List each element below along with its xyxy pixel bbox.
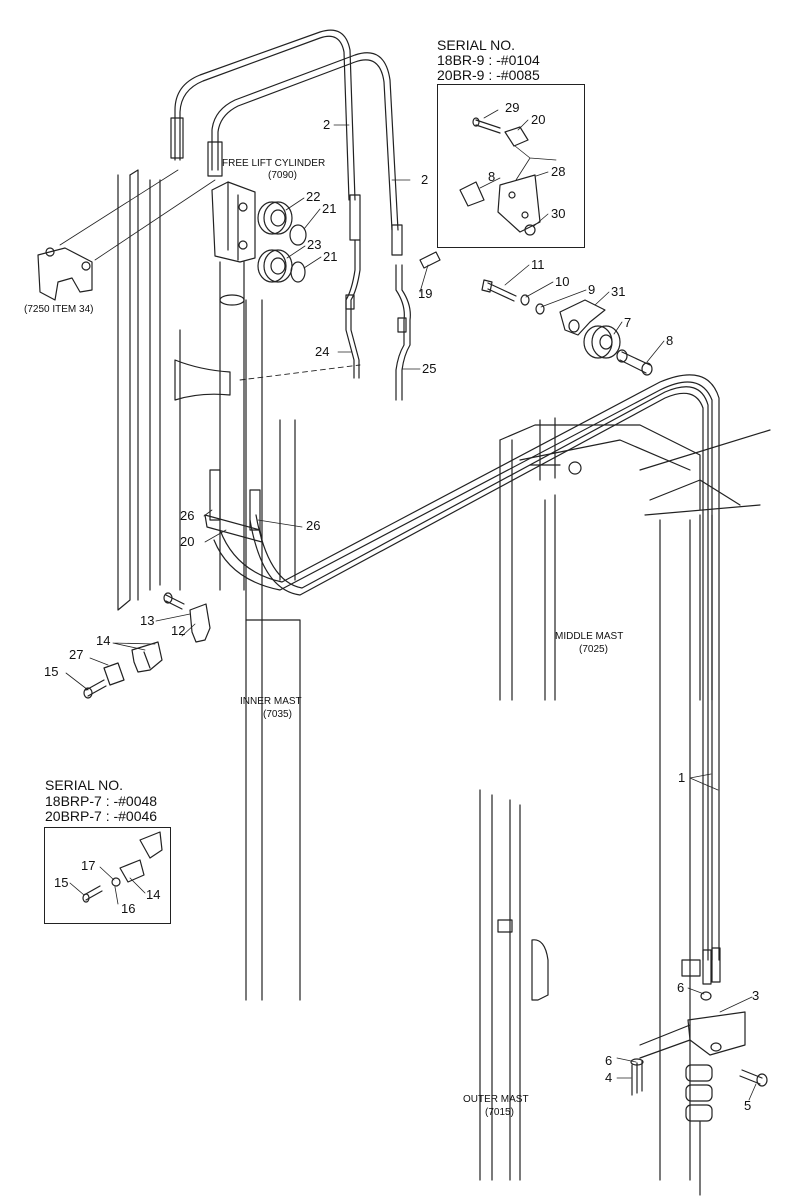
caption-inner-mast: INNER MAST xyxy=(240,696,302,707)
bracket-7250 xyxy=(37,247,93,301)
serial-title-top: SERIAL NO. xyxy=(437,37,516,53)
callout-24: 24 xyxy=(315,344,330,359)
outer-mast-rails xyxy=(479,789,549,1181)
hose-1-run xyxy=(213,374,720,961)
serial-box-top xyxy=(437,84,585,248)
clamp-20 xyxy=(204,514,263,543)
caption-middle-mast: MIDDLE MAST xyxy=(555,631,624,642)
bracket-12 xyxy=(189,603,211,643)
caption-outer-mast-code: (7015) xyxy=(485,1107,514,1118)
hose-fittings-lower xyxy=(209,469,721,985)
serial-line1-top: 18BR-9 : -#0104 xyxy=(437,52,540,68)
callout-16: 16 xyxy=(121,901,136,916)
leader-lines xyxy=(65,109,757,1101)
callout-13: 13 xyxy=(140,613,155,628)
callout-26-left: 26 xyxy=(180,508,195,523)
callout-4: 4 xyxy=(605,1070,613,1085)
callout-3: 3 xyxy=(752,988,760,1003)
free-lift-cylinder xyxy=(211,181,256,591)
callout-31: 31 xyxy=(611,284,626,299)
parts-29-20-8-28-30 xyxy=(459,117,541,236)
serial-line2-top: 20BR-9 : -#0085 xyxy=(437,67,540,83)
tube-24 xyxy=(345,239,361,379)
callout-20-clamp: 20 xyxy=(180,534,195,549)
callout-21-upper: 21 xyxy=(322,201,337,216)
bolt-11 xyxy=(481,279,517,302)
caption-middle-mast-code: (7025) xyxy=(579,644,608,655)
bolt-13 xyxy=(163,592,185,610)
serial-box-bottom xyxy=(44,827,171,924)
bolt-15 xyxy=(83,679,107,699)
caption-free-lift-code: (7090) xyxy=(268,170,297,181)
callout-25: 25 xyxy=(422,361,437,376)
hose-2-inner xyxy=(211,52,399,231)
callout-29: 29 xyxy=(505,100,520,115)
middle-mast-structure xyxy=(499,417,771,1181)
washer-10 xyxy=(520,294,530,306)
ring-21-upper xyxy=(289,224,307,246)
callout-9: 9 xyxy=(588,282,596,297)
caption-item-ref: (7250 ITEM 34) xyxy=(24,304,94,315)
callout-11: 11 xyxy=(531,257,545,272)
callout-6-lower: 6 xyxy=(605,1053,613,1068)
callout-28: 28 xyxy=(551,164,566,179)
callout-1: 1 xyxy=(678,770,686,785)
callout-19: 19 xyxy=(418,286,433,301)
callout-27: 27 xyxy=(69,647,84,662)
parts-17-15-16-14 xyxy=(82,831,163,903)
callout-10: 10 xyxy=(555,274,570,289)
serial-title-bottom: SERIAL NO. xyxy=(45,777,124,793)
callout-6-upper: 6 xyxy=(677,980,685,995)
callout-7: 7 xyxy=(624,315,632,330)
callout-15-main: 15 xyxy=(44,664,59,679)
serial-line2-bottom: 20BRP-7 : -#0046 xyxy=(45,808,158,824)
bracket-31 xyxy=(559,299,606,336)
clip-14 xyxy=(131,641,163,673)
callout-15-serial: 15 xyxy=(54,875,69,890)
sheave-22 xyxy=(257,201,293,235)
sheave-23 xyxy=(257,249,293,283)
chain-links xyxy=(681,959,713,1196)
fitting-19 xyxy=(419,251,441,269)
callout-17: 17 xyxy=(81,858,96,873)
plate-27 xyxy=(103,662,125,686)
callout-8-main: 8 xyxy=(666,333,674,348)
serial-line1-bottom: 18BRP-7 : -#0048 xyxy=(45,793,158,809)
leader-bracket xyxy=(59,169,216,261)
callout-2-right: 2 xyxy=(421,172,429,187)
callout-21-lower: 21 xyxy=(323,249,338,264)
dashed-reference-line xyxy=(239,364,361,381)
callout-30: 30 xyxy=(551,206,566,221)
callout-14-main: 14 xyxy=(96,633,111,648)
caption-free-lift-cylinder: FREE LIFT CYLINDER xyxy=(222,158,326,169)
inner-mast-rails xyxy=(117,169,301,1001)
callout-23: 23 xyxy=(307,237,322,252)
ring-21-lower xyxy=(290,261,306,283)
callout-20-serial: 20 xyxy=(531,112,546,127)
roller-7 xyxy=(583,325,621,359)
callout-5: 5 xyxy=(744,1098,752,1113)
hose-2-outer xyxy=(174,29,356,201)
tube-25 xyxy=(395,264,411,401)
bolt-5 xyxy=(739,1069,768,1087)
callout-8-serial: 8 xyxy=(488,169,496,184)
callout-2-left: 2 xyxy=(323,117,331,132)
callout-12: 12 xyxy=(171,623,186,638)
pin-8 xyxy=(616,349,653,376)
callout-22: 22 xyxy=(306,189,321,204)
callout-26-right: 26 xyxy=(306,518,321,533)
bracket-3 xyxy=(639,1011,746,1059)
washer-9 xyxy=(535,303,545,315)
stops-4-6 xyxy=(630,991,712,1096)
caption-outer-mast: OUTER MAST xyxy=(463,1094,529,1105)
callout-14-serial: 14 xyxy=(146,887,161,902)
caption-inner-mast-code: (7035) xyxy=(263,709,292,720)
